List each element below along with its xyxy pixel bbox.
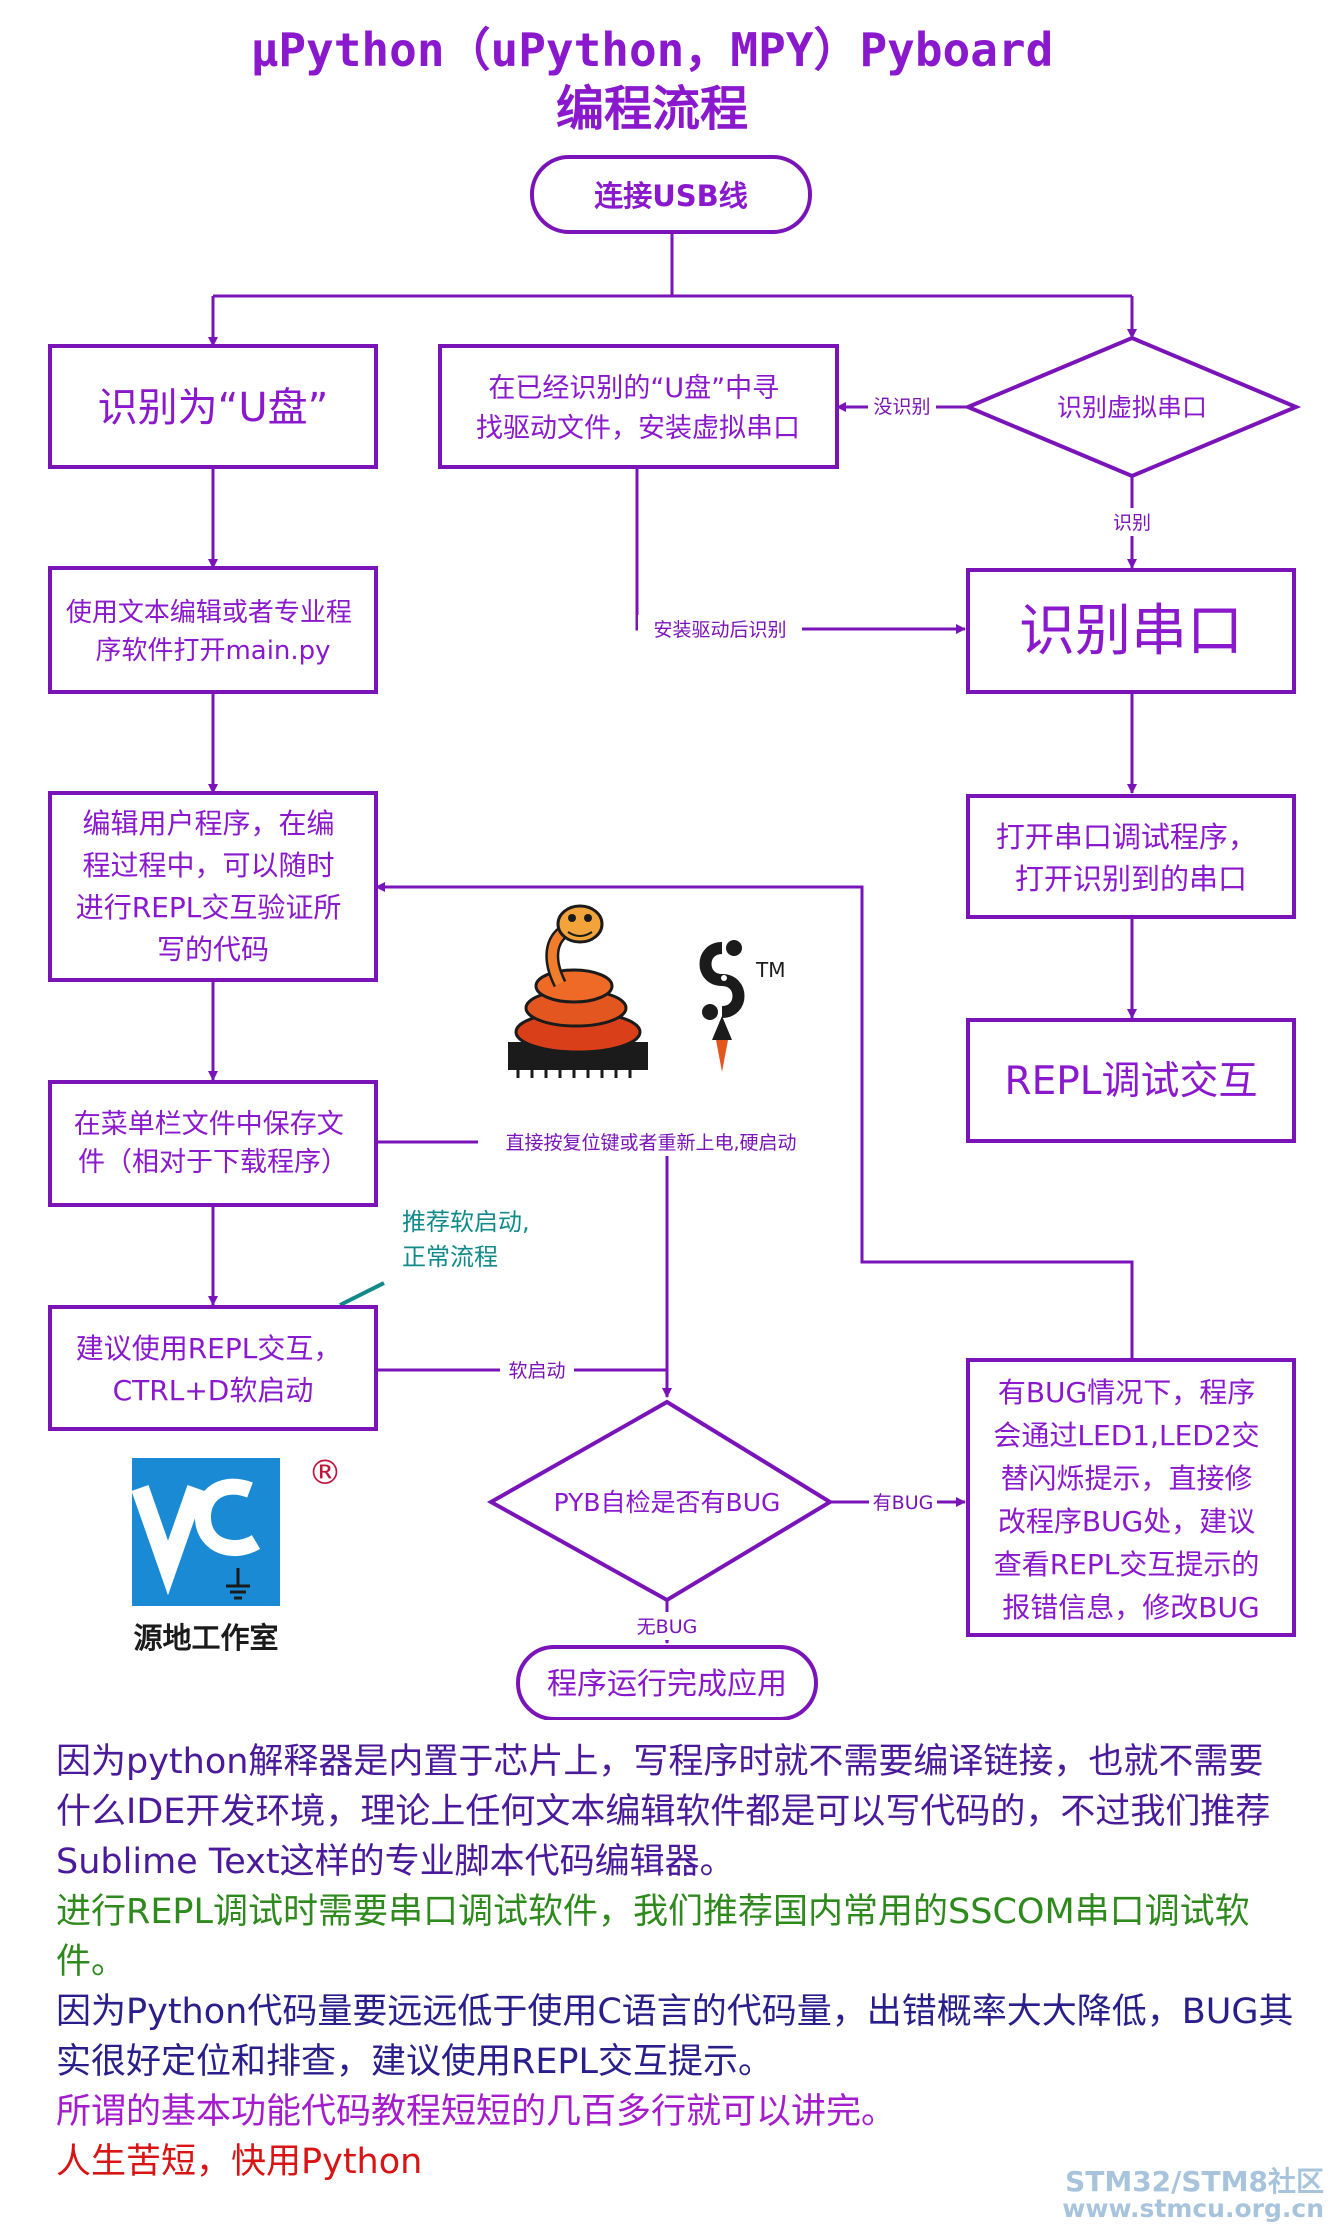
edge-after-driver — [635, 467, 966, 634]
node-done: 程序运行完成应用 — [516, 1645, 818, 1720]
node-open-editor: 使用文本编辑或者专业程 序软件打开main.py — [48, 566, 378, 694]
node-self-test-label: PYB自检是否有BUG — [554, 1488, 781, 1517]
node-bug-info: 有BUG情况下，程序 会通过LED1,LED2交 替闪烁提示，直接修 改程序BU… — [966, 1358, 1296, 1637]
paragraph-code-size: 因为Python代码量要远远低于使用C语言的代码量，出错概率大大降低，BUG其实… — [56, 1992, 1294, 2082]
node-open-serial-tool-line: 打开识别到的串口 — [1015, 862, 1247, 896]
label-detected: 识别 — [1113, 512, 1151, 534]
node-start: 连接USB线 — [530, 155, 812, 234]
registered-mark: ® — [308, 1453, 342, 1493]
flowchart: μPython（uPython，MPY）Pyboard 编程流程 — [48, 23, 1302, 1720]
note-connector — [339, 1281, 385, 1307]
node-open-serial-tool: 打开串口调试程序， 打开识别到的串口 — [966, 794, 1296, 919]
paragraph-tutorial: 所谓的基本功能代码教程短短的几百多行就可以讲完。 — [56, 2092, 897, 2132]
edge-bug-loop — [375, 882, 1134, 1360]
node-save-file-line: 在菜单栏文件中保存文 — [74, 1109, 344, 1140]
node-start-label: 连接USB线 — [594, 179, 748, 213]
svg-text:有BUG情况下，程序 会通过LED1,LED2交: 有BUG情况下，程序 会通过LED1,LED2交 替闪烁提示，直接修 改程序BU… — [993, 1376, 1268, 1624]
studio-name: 源地工作室 — [133, 1621, 278, 1655]
watermark-line1: STM32/STM8社区 — [1065, 2165, 1324, 2198]
paragraph-slogan: 人生苦短，快用Python — [56, 2142, 423, 2182]
node-bug-info-line: 有BUG情况下，程序 — [998, 1376, 1255, 1409]
note-line: 正常流程 — [402, 1243, 498, 1271]
node-bug-info-line: 替闪烁提示，直接修 — [1001, 1462, 1253, 1495]
node-soft-reboot-line: 建议使用REPL交互， — [76, 1332, 342, 1365]
node-edit-program-line: 进行REPL交互验证所 — [76, 891, 342, 924]
node-udisk-label: 识别为“U盘” — [98, 385, 329, 431]
node-serial-ok: 识别串口 — [966, 568, 1296, 694]
svg-text:在菜单栏文件中保存文 件（相对于下载程序）: 在菜单栏文件中保存文 件（相对于下载程序） — [74, 1109, 353, 1178]
title-line1: μPython（uPython，MPY）Pyboard — [251, 23, 1054, 77]
vcc-logo-icon — [131, 1458, 280, 1606]
node-find-driver-line: 在已经识别的“U盘”中寻 — [488, 373, 779, 404]
node-bug-info-line: 改程序BUG处，建议 — [998, 1505, 1255, 1538]
node-soft-reboot-line: CTRL+D软启动 — [113, 1374, 314, 1407]
label-after-driver: 安装驱动后识别 — [653, 619, 786, 641]
node-udisk: 识别为“U盘” — [48, 344, 378, 469]
svg-text:打开串口调试程序， 打开识别到的串口: 打开串口调试程序， 打开识别到的串口 — [996, 820, 1266, 896]
node-serial-ok-label: 识别串口 — [1019, 599, 1243, 664]
node-find-driver: 在已经识别的“U盘”中寻 找驱动文件，安装虚拟串口 — [438, 344, 839, 469]
node-open-serial-tool-line: 打开串口调试程序， — [996, 820, 1257, 854]
node-repl-label: REPL调试交互 — [1005, 1059, 1258, 1104]
node-edit-program: 编辑用户程序，在编 程过程中，可以随时 进行REPL交互验证所 写的代码 — [48, 791, 378, 982]
node-save-file: 在菜单栏文件中保存文 件（相对于下载程序） — [48, 1080, 378, 1207]
label-soft-boot: 软启动 — [508, 1360, 565, 1382]
node-open-editor-line: 使用文本编辑或者专业程 — [66, 598, 352, 628]
svg-text:建议使用REPL交互， CTRL+D软启动: 建议使用REPL交互， CTRL+D软启动 — [76, 1332, 351, 1407]
node-save-file-line: 件（相对于下载程序） — [78, 1147, 348, 1178]
node-edit-program-line: 程过程中，可以随时 — [83, 849, 335, 882]
node-detect-serial-label: 识别虚拟串口 — [1057, 393, 1207, 422]
node-soft-reboot: 建议使用REPL交互， CTRL+D软启动 — [48, 1305, 378, 1431]
label-has-bug: 有BUG — [873, 1492, 934, 1514]
edge-labels: 没识别 识别 安装驱动后识别 直接按复位键或者重新上电,硬启动 软启动 有BUG… — [478, 392, 1156, 1640]
paragraph-serial-tool: 进行REPL调试时需要串口调试软件，我们推荐国内常用的SSCOM串口调试软件。 — [56, 1892, 1250, 1982]
node-bug-info-line: 报错信息，修改BUG — [1002, 1591, 1259, 1624]
note-line: 推荐软启动, — [402, 1208, 530, 1236]
svg-text:在已经识别的“U盘”中寻 找驱动文件，安装虚拟串: 在已经识别的“U盘”中寻 找驱动文件，安装虚拟串口 — [476, 373, 800, 444]
node-detect-serial: 识别虚拟串口 — [962, 335, 1302, 479]
node-repl: REPL调试交互 — [966, 1018, 1296, 1143]
node-done-label: 程序运行完成应用 — [547, 1667, 787, 1702]
node-self-test: PYB自检是否有BUG — [486, 1399, 834, 1603]
svg-text:使用文本编辑或者专业程 序软件打开main.py: 使用文本编辑或者专业程 序软件打开main.py — [66, 598, 360, 666]
title-line2: 编程流程 — [556, 81, 748, 137]
node-open-editor-line: 序软件打开main.py — [95, 636, 330, 666]
label-hard-reset: 直接按复位键或者重新上电,硬启动 — [505, 1132, 796, 1154]
trademark-mark: TM — [755, 958, 785, 982]
pyboard-logo-icon — [699, 940, 745, 1072]
node-bug-info-line: 会通过LED1,LED2交 — [993, 1419, 1259, 1452]
svg-text:编辑用户程序，在编 程过程中，可以随时: 编辑用户程序，在编 程过程中，可以随时 进行REPL交互验证所 写的代码 — [76, 807, 351, 966]
paragraph-interpreter: 因为python解释器是内置于芯片上，写程序时就不需要编译链接，也就不需要什么I… — [56, 1742, 1271, 1882]
node-bug-info-line: 查看REPL交互提示的 — [994, 1548, 1260, 1581]
label-no-bug: 无BUG — [637, 1616, 698, 1638]
node-find-driver-line: 找驱动文件，安装虚拟串口 — [476, 413, 800, 444]
label-not-detected: 没识别 — [873, 396, 930, 418]
node-edit-program-line: 编辑用户程序，在编 — [83, 807, 335, 840]
svg-text:推荐软启动, 正常流程: 推荐软启动, 正常流程 — [402, 1208, 537, 1271]
watermark-line2: www.stmcu.org.cn — [1062, 2194, 1324, 2223]
snake-logo-icon — [508, 904, 648, 1078]
node-edit-program-line: 写的代码 — [157, 933, 269, 966]
